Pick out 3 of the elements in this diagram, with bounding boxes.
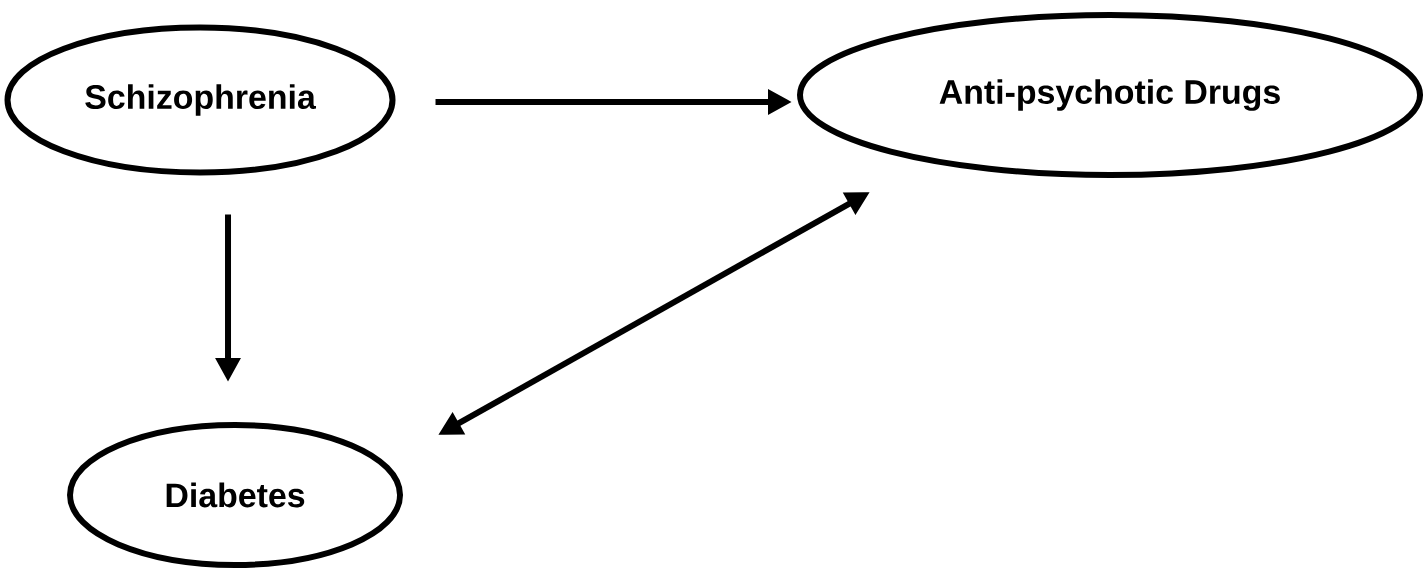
ellipse-node: Anti-psychotic Drugs bbox=[797, 12, 1423, 178]
ellipse-node: Diabetes bbox=[67, 422, 403, 568]
ellipse-node: Schizophrenia bbox=[4, 24, 396, 176]
